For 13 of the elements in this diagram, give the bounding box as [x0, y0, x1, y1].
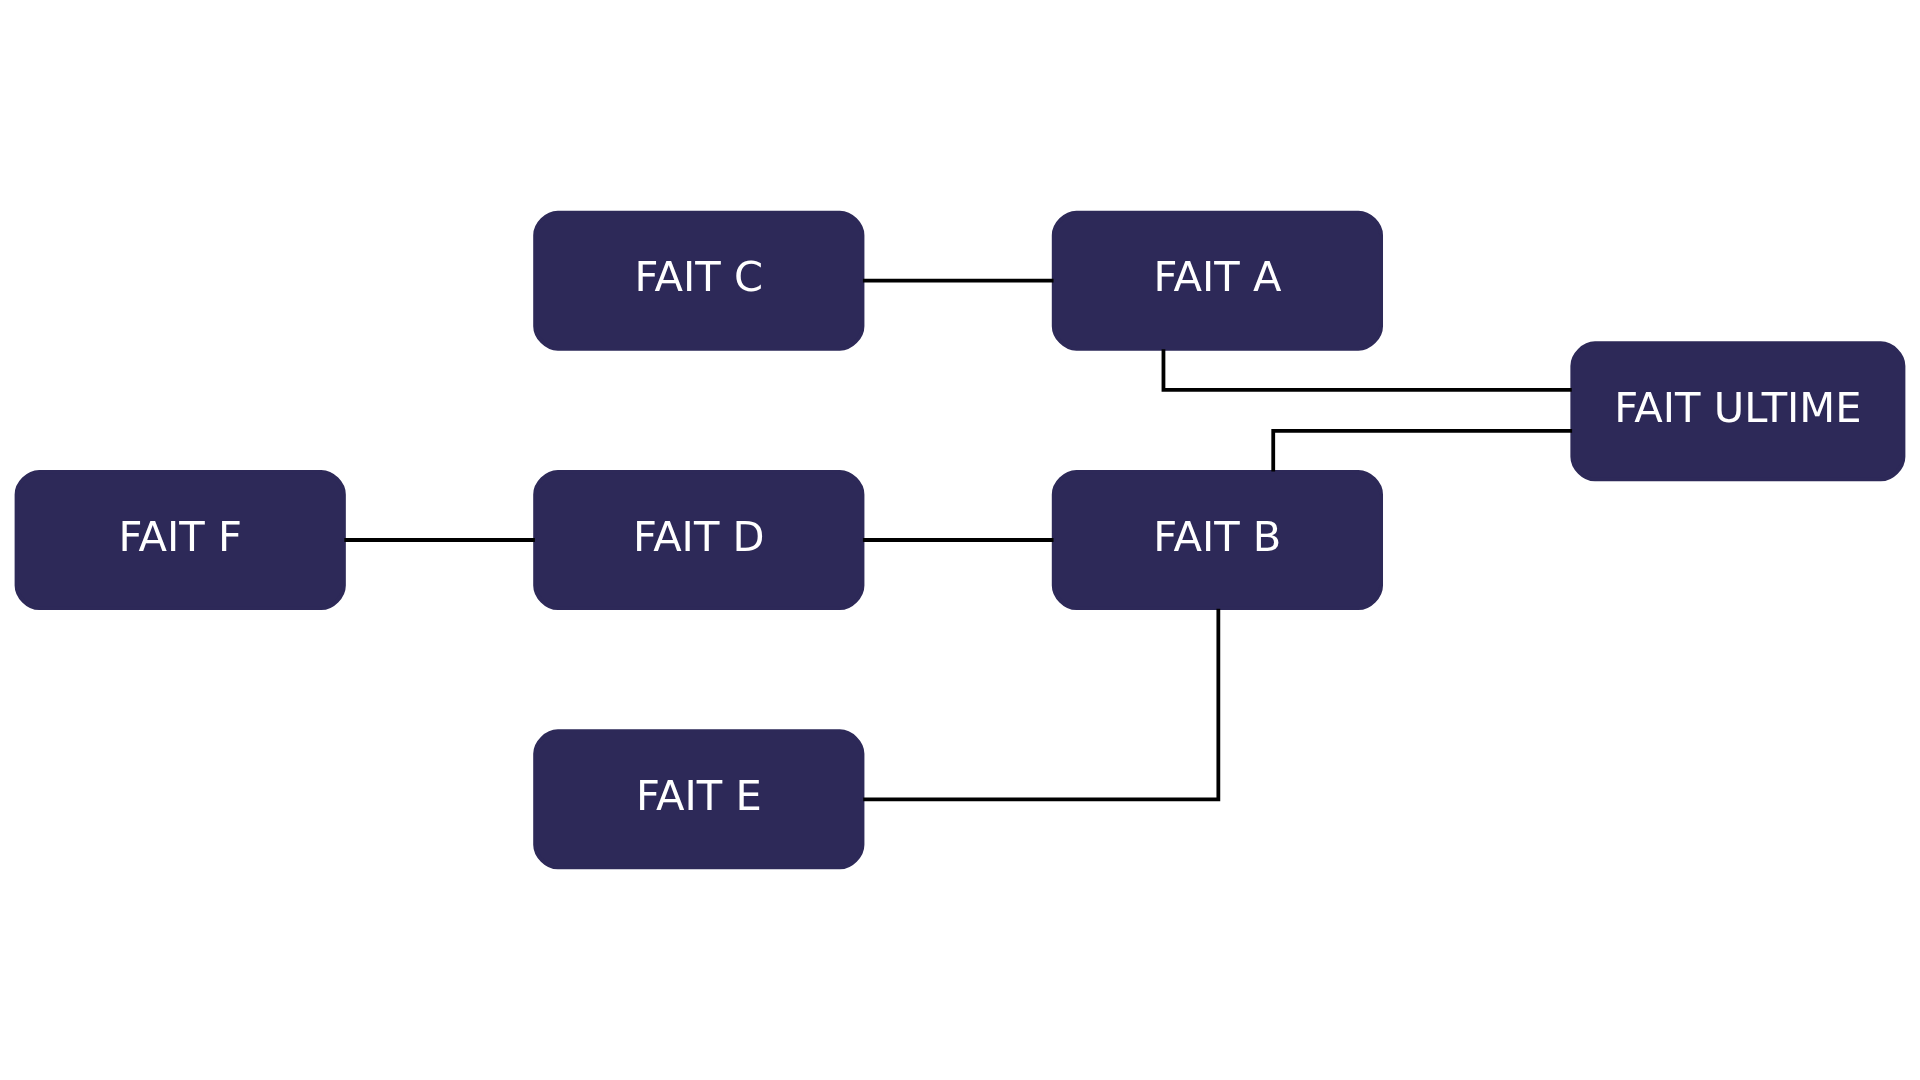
node-box: FAIT A	[1051, 210, 1383, 351]
connector	[863, 608, 1221, 802]
node-box: FAIT E	[533, 729, 865, 870]
connector	[862, 278, 1054, 283]
node-box: FAIT ULTIME	[1570, 341, 1906, 482]
connector	[1271, 428, 1573, 472]
connector	[344, 538, 535, 542]
node-box: FAIT F	[14, 469, 346, 611]
node-box: FAIT B	[1051, 469, 1383, 611]
connector	[862, 538, 1054, 542]
connector	[1161, 349, 1572, 392]
node-box: FAIT D	[533, 469, 865, 611]
node-box: FAIT C	[533, 210, 865, 351]
